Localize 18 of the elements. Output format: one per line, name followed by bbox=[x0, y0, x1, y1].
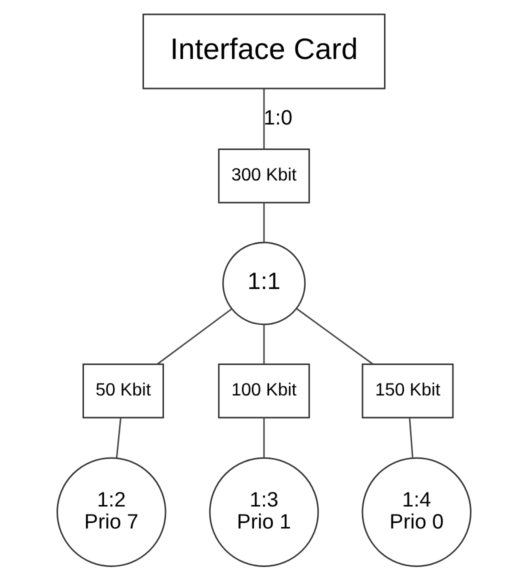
connector bbox=[408, 418, 413, 458]
node-circle: 1:4 Prio 0 bbox=[361, 457, 471, 567]
connector bbox=[156, 308, 232, 365]
node-box: 100 Kbit bbox=[218, 364, 310, 418]
node-box: Interface Card bbox=[142, 14, 385, 90]
node-circle: 1:3 Prio 1 bbox=[208, 457, 318, 567]
node-box: 300 Kbit bbox=[218, 148, 310, 204]
connector bbox=[262, 418, 264, 458]
node-circle: 1:1 bbox=[222, 242, 306, 326]
node-box: 150 Kbit bbox=[361, 364, 454, 418]
edge-label: 1:0 bbox=[263, 106, 292, 130]
connector bbox=[262, 88, 264, 149]
connector bbox=[296, 308, 373, 365]
connector bbox=[115, 418, 121, 458]
connector bbox=[262, 202, 264, 242]
node-box: 50 Kbit bbox=[82, 364, 164, 418]
node-circle: 1:2 Prio 7 bbox=[56, 457, 166, 567]
connector bbox=[262, 324, 264, 364]
